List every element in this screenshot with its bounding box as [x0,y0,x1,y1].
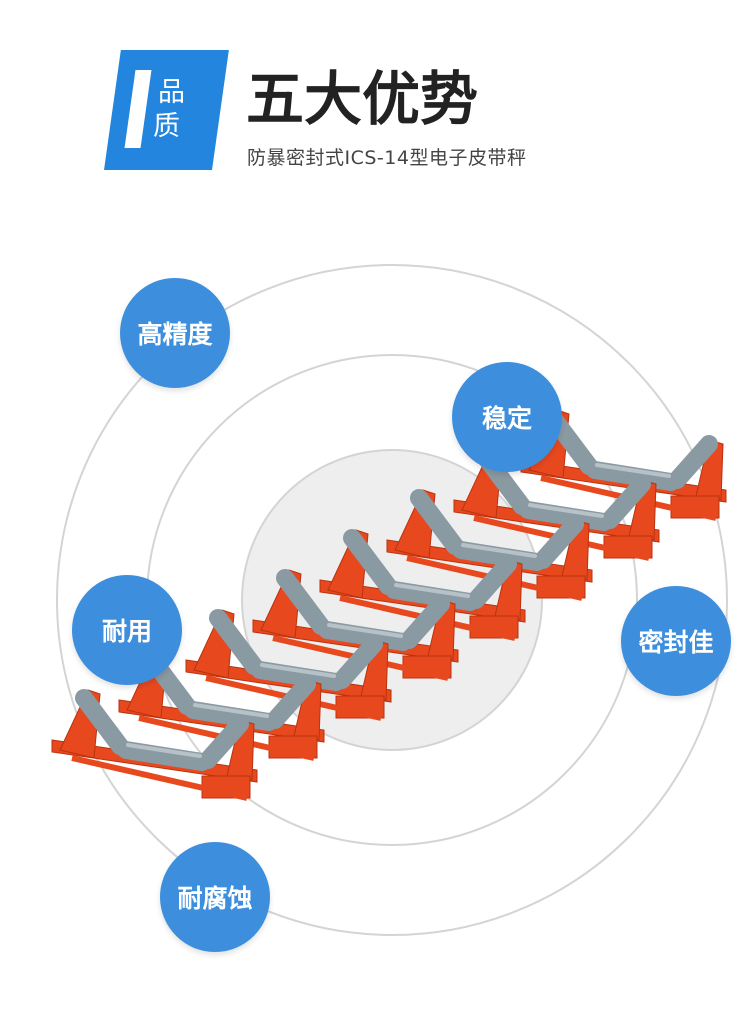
idler-roller-highlight [461,543,537,558]
idler-right-roller [601,475,651,529]
idler-center-roller [586,461,680,491]
outer-ring [56,264,728,936]
badge-text-bottom: 质 [153,111,180,142]
idler-right-roller [266,675,316,729]
idler-roller-highlight [193,703,269,718]
idler-right-roller [400,595,450,649]
idler-left-roller [343,529,397,595]
idler-left-roller [75,689,129,755]
idler-right-roller [467,555,517,609]
idler-center-roller [385,581,479,611]
idler-center-roller [452,541,546,571]
feature-bubble-sealing: 密封佳 [621,586,731,696]
idler-left-roller [209,609,263,675]
idler-roller-highlight [528,503,604,518]
idler-center-roller [117,741,211,771]
idler-right-roller [534,515,584,569]
idler-roller-highlight [595,463,671,478]
idler-roller-highlight [394,583,470,598]
idler-center-roller [184,701,278,731]
idler-right-roller [333,635,383,689]
idler-center-roller [519,501,613,531]
idler-roller-highlight [126,743,202,758]
page-title: 五大优势 [246,65,479,133]
feature-bubble-corrosion-resistance: 耐腐蚀 [160,842,270,952]
idler-roller-highlight [327,623,403,638]
idler-center-roller [251,661,345,691]
badge-text-top: 品 [158,77,185,108]
idler-right-roller [668,435,718,489]
idler-center-roller [318,621,412,651]
idler-cross-strut [71,755,248,801]
feature-bubble-stability: 稳定 [452,362,562,472]
idler-roller-highlight [260,663,336,678]
page-subtitle: 防暴密封式ICS-14型电子皮带秤 [247,147,527,169]
idler-left-roller [410,489,464,555]
belt-scale-illustration [51,409,727,801]
idler-left-roller [276,569,330,635]
idler-right-roller [199,715,249,769]
feature-bubble-durability: 耐用 [72,575,182,685]
feature-bubble-precision: 高精度 [120,278,230,388]
